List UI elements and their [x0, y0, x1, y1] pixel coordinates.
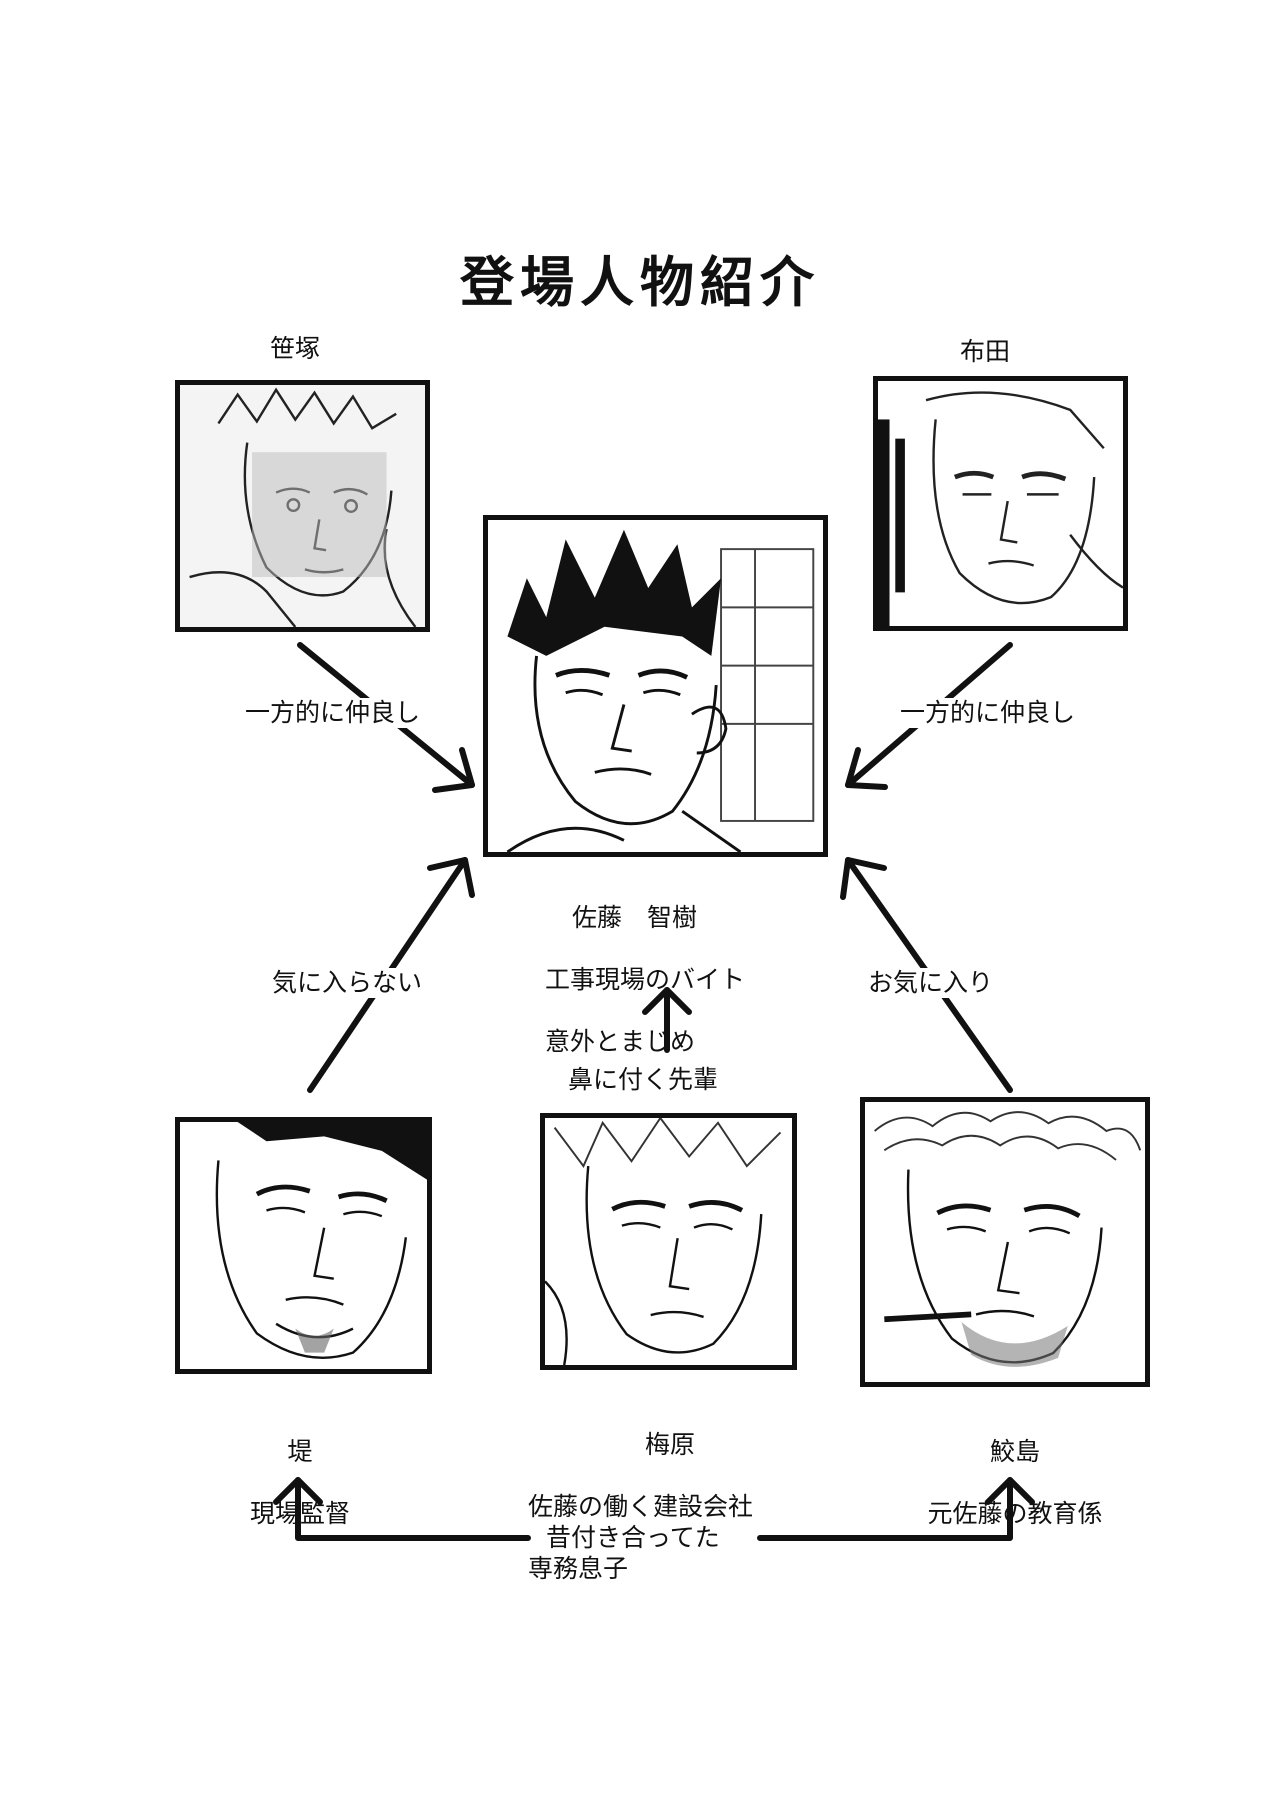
relation-label-tsutsumi-samejima: 昔付き合ってた	[540, 1523, 726, 1553]
arrowhead-samejima-to-sato	[840, 857, 887, 900]
character-role: 現場監督	[249, 1499, 350, 1528]
relation-label-samejima-sato: お気に入り	[868, 968, 994, 998]
arrowhead-nunota-to-sato	[845, 747, 888, 790]
page-title: 登場人物紹介	[460, 250, 820, 314]
relation-label-umehara-sato: 鼻に付く先輩	[568, 1065, 719, 1095]
character-name: 笹塚	[269, 334, 320, 363]
caption-umehara: 梅原 佐藤の働く建設会社 専務息子	[528, 1398, 828, 1615]
arrowhead-umehara-to-sato	[642, 987, 692, 1015]
arrow-tsutsumi-samejima-right	[757, 1477, 1013, 1541]
character-role: 工事現場のバイト	[545, 965, 746, 994]
portrait-sasazuka	[175, 380, 430, 632]
character-name: 梅原	[645, 1430, 696, 1459]
arrowhead-to-samejima	[985, 1477, 1035, 1505]
character-name: 鮫島	[989, 1437, 1040, 1466]
arrowhead-tsutsumi-to-sato	[427, 857, 475, 898]
portrait-sato	[483, 515, 828, 857]
character-role: 元佐藤の教育係	[927, 1499, 1103, 1528]
caption-tsutsumi: 堤 現場監督	[230, 1405, 370, 1560]
relation-label-nunota-sato: 一方的に仲良し	[900, 698, 1076, 728]
arrowhead-to-tsutsumi	[273, 1477, 323, 1505]
relation-label-tsutsumi-sato: 気に入らない	[272, 968, 423, 998]
caption-samejima: 鮫島 元佐藤の教育係	[895, 1405, 1135, 1560]
relation-label-sasazuka-sato: 一方的に仲良し	[245, 698, 421, 728]
portrait-nunota	[873, 376, 1128, 631]
character-note: 専務息子	[528, 1554, 629, 1583]
caption-sato: 佐藤 智樹 工事現場のバイト 意外とまじめ	[545, 871, 845, 1088]
character-note: 意外とまじめ	[545, 1027, 696, 1056]
character-role: 佐藤の働く建設会社	[528, 1492, 754, 1521]
character-name: 佐藤 智樹	[572, 903, 698, 932]
character-name: 布田	[959, 337, 1010, 366]
portrait-samejima	[860, 1097, 1150, 1387]
arrowhead-sasazuka-to-sato	[432, 747, 475, 793]
arrow-tsutsumi-samejima	[295, 1477, 531, 1541]
portrait-tsutsumi	[175, 1117, 432, 1374]
character-name: 堤	[287, 1437, 313, 1466]
portrait-umehara	[540, 1113, 797, 1370]
